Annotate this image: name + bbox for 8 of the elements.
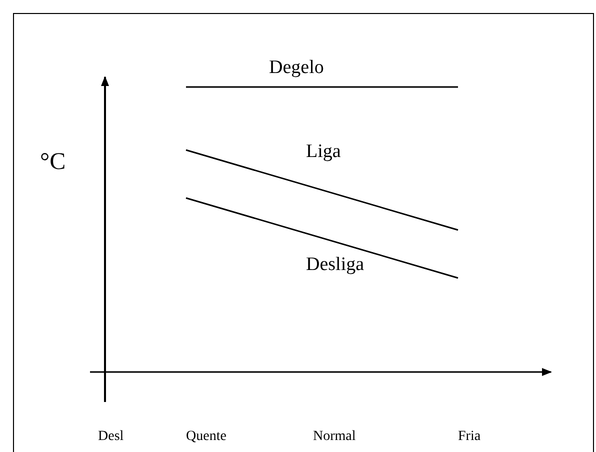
line-label: Liga bbox=[306, 142, 341, 161]
category-label: Desl bbox=[98, 430, 124, 444]
category-label: Quente bbox=[186, 430, 226, 444]
category-label: Fria bbox=[458, 430, 481, 444]
line-label: Degelo bbox=[269, 58, 324, 77]
line-label: Desliga bbox=[306, 255, 364, 274]
category-label: Normal bbox=[313, 430, 356, 444]
axis-label: °C bbox=[40, 150, 66, 174]
